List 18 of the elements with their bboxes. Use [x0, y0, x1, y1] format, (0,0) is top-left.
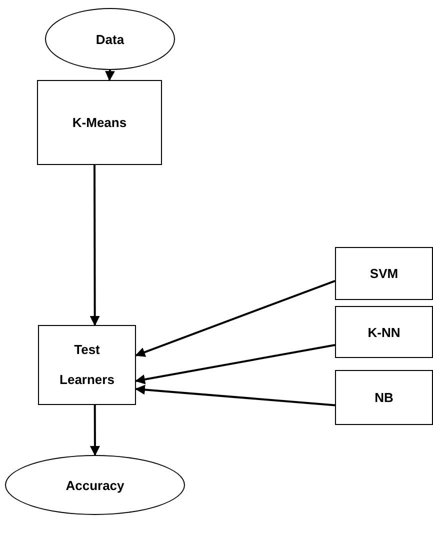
node-label: Accuracy: [64, 478, 126, 492]
arrow: [135, 280, 336, 357]
arrow: [90, 165, 100, 326]
process-box: [335, 306, 433, 358]
node-label: K-NN: [366, 324, 402, 340]
node-label: K-Means: [71, 115, 128, 130]
node-label: Test Learners: [58, 341, 116, 389]
process-box: [335, 247, 433, 300]
arrow: [135, 384, 336, 406]
node-label: NB: [374, 390, 394, 405]
node-label: Data: [94, 32, 126, 46]
process-box: [37, 80, 162, 165]
arrow: [90, 405, 100, 456]
process-box: [335, 370, 433, 425]
arrow: [135, 344, 336, 384]
arrow: [104, 70, 115, 81]
process-box: [38, 325, 136, 405]
node-label: SVM: [368, 266, 400, 281]
